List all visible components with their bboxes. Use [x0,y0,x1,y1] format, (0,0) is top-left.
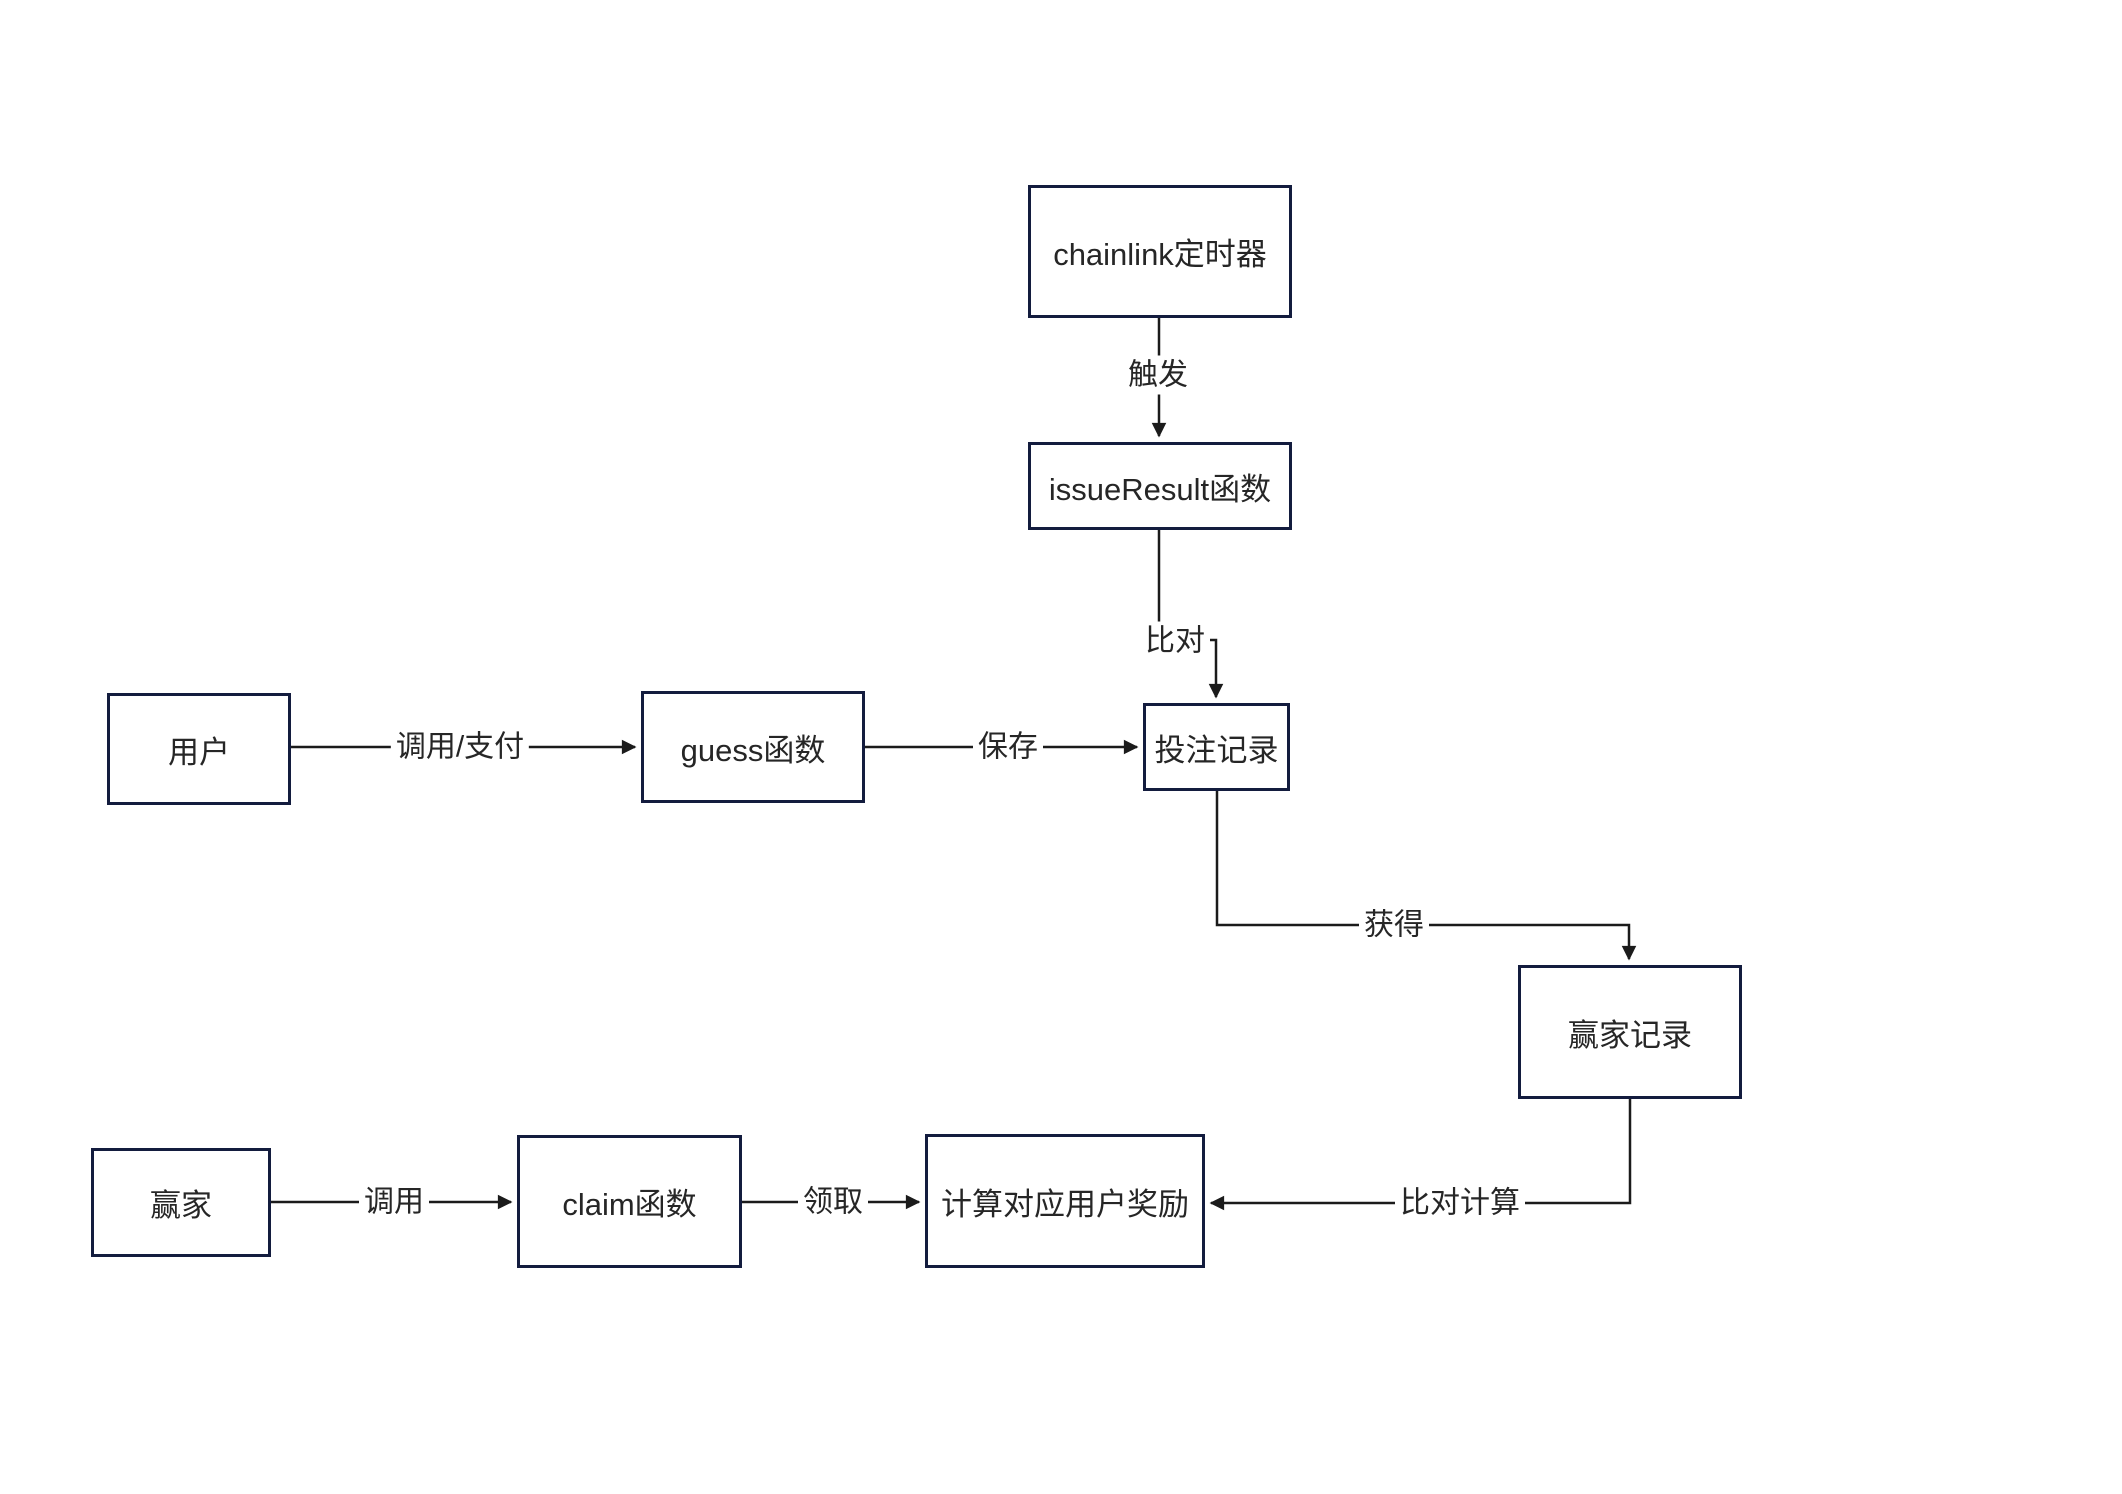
edge-label-call-pay: 调用/支付 [390,727,530,767]
node-guess-function: guess函数 [641,691,865,803]
edge-label-compare: 比对 [1140,621,1210,661]
node-user: 用户 [107,693,291,805]
node-claim-function: claim函数 [517,1135,742,1268]
edge-label-save: 保存 [973,727,1043,767]
edge-label-trigger: 触发 [1123,355,1193,395]
edge-label-compare-calc: 比对计算 [1395,1183,1525,1223]
node-calc-reward: 计算对应用户奖励 [925,1134,1205,1268]
node-issue-result-function: issueResult函数 [1028,442,1292,530]
node-bet-record: 投注记录 [1143,703,1290,791]
edge-compare-calc [1209,1099,1632,1211]
edge-label-claim-get: 领取 [798,1182,868,1222]
node-winner: 赢家 [91,1148,271,1257]
node-winner-record: 赢家记录 [1518,965,1742,1099]
edge-label-call: 调用 [359,1182,429,1222]
edge-label-obtain: 获得 [1359,905,1429,945]
node-chainlink-timer: chainlink定时器 [1028,185,1292,318]
edge-compare [1157,530,1224,699]
